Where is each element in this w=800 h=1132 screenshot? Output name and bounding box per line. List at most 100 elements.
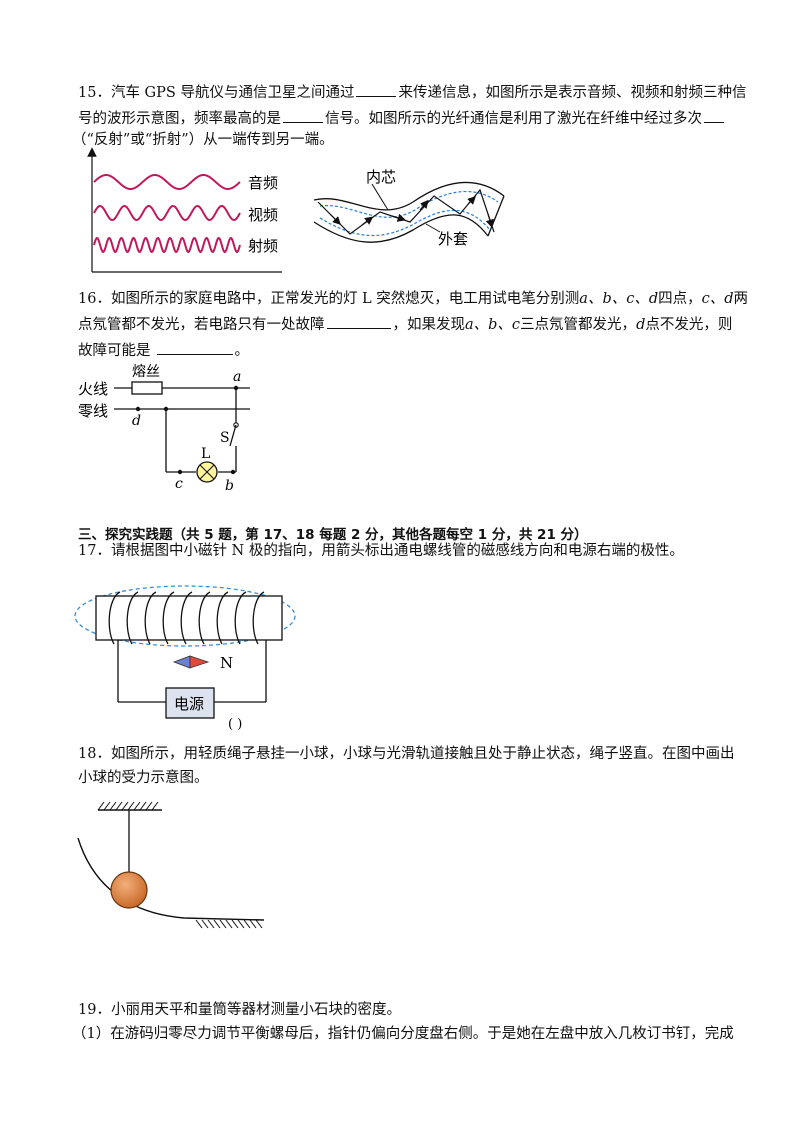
q15-line-1: 15．汽车 GPS 导航仪与通信卫星之间通过来传递信息，如图所示是表示音频、视频…	[78, 82, 746, 103]
coil-turn	[216, 591, 229, 645]
ray-arrow-1	[329, 213, 341, 225]
q16-blank-2[interactable]	[156, 340, 233, 355]
fiber-core-label: 内芯	[366, 168, 396, 186]
compass-needle-north	[189, 655, 210, 669]
power-source-label: 电源	[174, 695, 204, 713]
ceiling-hatch	[97, 801, 159, 811]
fuse	[131, 381, 163, 395]
wave-label-rf: 射频	[248, 237, 278, 255]
q15-line-3: （“反射”或“折射”）从一端传到另一端。	[72, 132, 334, 148]
fiber-end-cap	[487, 195, 505, 237]
coil-turn	[198, 591, 211, 645]
optical-fiber-diagram: 内芯 外套	[313, 168, 505, 248]
hatch-mark	[121, 801, 129, 811]
hatch-mark	[213, 919, 221, 929]
hatch-mark	[133, 801, 141, 811]
q15-blank-3[interactable]	[704, 108, 724, 123]
hatch-mark	[195, 919, 203, 929]
q18-line-1: 18．如图所示，用轻质绳子悬挂一小球，小球与光滑轨道接触且处于静止状态，绳子竖直…	[78, 746, 735, 762]
neutral-wire-label: 零线	[78, 402, 108, 420]
needle-n-label: N	[220, 654, 233, 672]
light-ray	[317, 188, 495, 235]
fiber-outer-top	[313, 181, 505, 211]
hatch-mark	[97, 801, 105, 811]
coil-turn	[108, 591, 121, 645]
q15-line-2: 号的波形示意图，频率最高的是信号。如图所示的光纤通信是利用了激光在纤维中经过多次	[78, 108, 726, 129]
coil-turn	[180, 591, 193, 645]
coil-turn	[252, 591, 265, 645]
hatch-mark	[225, 919, 233, 929]
ball	[110, 871, 148, 909]
switch-s[interactable]	[229, 424, 237, 447]
hatch-mark	[151, 801, 159, 811]
q18-line-2: 小球的受力示意图。	[78, 770, 209, 786]
hatch-mark	[103, 801, 111, 811]
junction-c	[177, 469, 183, 475]
solenoid-diagram: 电源 ( ) N	[74, 585, 296, 732]
hatch-mark	[115, 801, 123, 811]
hatch-mark	[139, 801, 147, 811]
section-3-heading: 三、探究实践题（共 5 题，第 17、18 每题 2 分，其他各题每空 1 分，…	[78, 527, 588, 543]
hatch-mark	[231, 919, 239, 929]
hatch-mark	[237, 919, 245, 929]
switch-label: S	[220, 430, 230, 446]
hatch-mark	[243, 919, 251, 929]
hatch-mark	[145, 801, 153, 811]
magnetic-field-line	[74, 585, 296, 647]
junction-d	[135, 406, 141, 412]
point-d-label: d	[132, 413, 141, 429]
q19-line-1: 19．小丽用天平和量筒等器材测量小石块的密度。	[78, 1002, 401, 1018]
q15-blank-1[interactable]	[356, 82, 397, 97]
fuse-label: 熔丝	[132, 364, 160, 380]
waveform-diagram: 音频 视频 射频	[87, 147, 282, 273]
hatch-mark	[255, 919, 263, 929]
hatch-mark	[219, 919, 227, 929]
cladding-label-leader	[425, 223, 441, 233]
wave-label-video: 视频	[248, 206, 278, 224]
q17-line-1: 17．请根据图中小磁针 N 极的指向，用箭头标出通电螺线管的磁感线方向和电源右端…	[78, 543, 684, 559]
wave-label-audio: 音频	[248, 174, 278, 192]
hatch-mark	[127, 801, 135, 811]
ray-arrow-2	[361, 216, 374, 226]
hatch-mark	[109, 801, 117, 811]
point-c-label: c	[175, 476, 183, 492]
wave-rf	[93, 236, 241, 254]
q16-line-3: 故障可能是。	[78, 340, 249, 361]
coil-turn	[126, 591, 139, 645]
ray-arrow-3	[391, 213, 407, 222]
point-a-label: a	[233, 369, 241, 385]
power-source	[165, 687, 215, 719]
lamp-cross-2	[199, 464, 215, 480]
q16-blank-1[interactable]	[326, 314, 391, 329]
power-polarity-blank[interactable]: ( )	[228, 717, 242, 732]
q16-line-2: 点氖管都不发光，若电路只有一处故障，如果发现a、b、c三点氖管都发光，d点不发光…	[78, 314, 732, 335]
hanging-ball-diagram	[77, 801, 265, 929]
coil-turn	[162, 591, 175, 645]
fiber-core-top	[319, 190, 499, 218]
point-b-label: b	[225, 478, 234, 494]
ray-arrow-4	[419, 199, 429, 211]
lamp-label: L	[201, 446, 210, 462]
floor-hatch	[195, 919, 263, 929]
hatch-mark	[207, 919, 215, 929]
hatch-mark	[201, 919, 209, 929]
compass-needle-south	[172, 655, 191, 669]
live-wire-label: 火线	[78, 380, 108, 398]
ray-arrow-5	[467, 196, 476, 205]
hatch-mark	[249, 919, 257, 929]
q16-line-1: 16．如图所示的家庭电路中，正常发光的灯 L 突然熄灭，电工用试电笔分别测a、b…	[78, 291, 749, 307]
ray-arrow-6	[485, 213, 494, 229]
wave-video	[93, 204, 241, 222]
core-label-leader	[371, 183, 389, 211]
coil-turn	[144, 591, 157, 645]
wave-audio	[93, 173, 241, 191]
solenoid-coil	[108, 591, 265, 645]
curved-track	[77, 837, 265, 921]
fiber-cladding-label: 外套	[438, 230, 468, 248]
q15-blank-2[interactable]	[283, 108, 323, 123]
coil-turn	[234, 591, 247, 645]
junction-b	[230, 469, 236, 475]
household-circuit-diagram: 火线 零线 熔丝 a d S L c b	[78, 364, 250, 494]
fiber-outer-bottom	[313, 214, 489, 243]
q19-line-2: （1）在游码归零尽力调节平衡螺母后，指针仍偏向分度盘右侧。于是她在左盘中放入几枚…	[72, 1026, 734, 1042]
